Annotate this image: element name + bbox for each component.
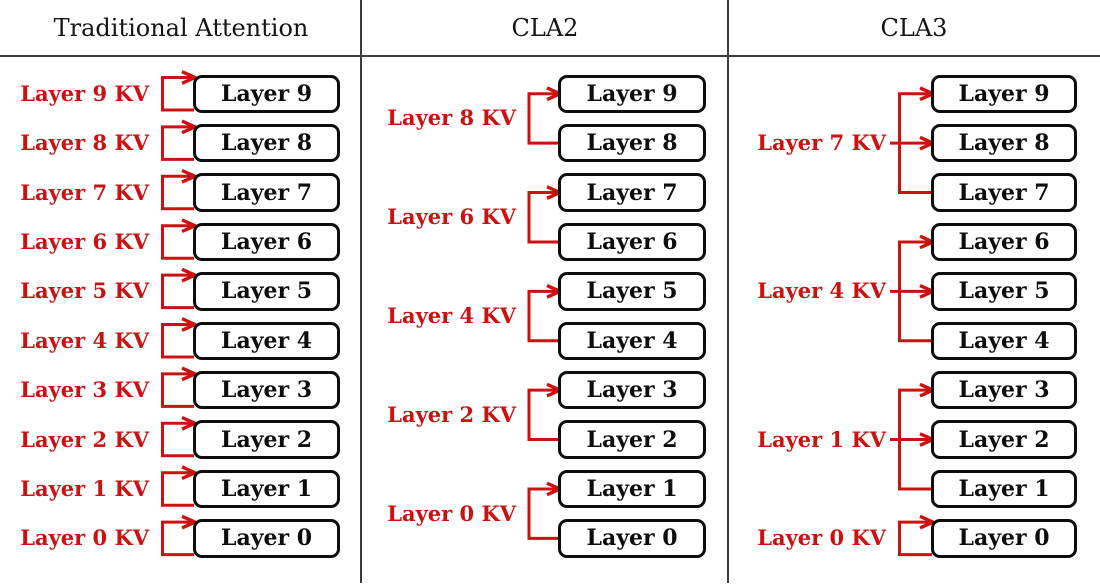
layer-box: Layer 6 xyxy=(193,222,340,262)
kv-label: Layer 0 KV xyxy=(757,525,886,551)
kv-connector xyxy=(527,92,559,145)
layer-box: Layer 8 xyxy=(558,123,706,163)
column-header-traditional: Traditional Attention xyxy=(53,14,309,42)
layer-box: Layer 5 xyxy=(558,272,706,311)
layer-box: Layer 8 xyxy=(931,123,1077,163)
kv-label: Layer 7 KV xyxy=(20,179,149,205)
kv-connector xyxy=(161,520,194,557)
kv-label: Layer 6 KV xyxy=(20,228,149,254)
kv-connector xyxy=(161,224,194,260)
kv-connector xyxy=(527,191,559,244)
kv-label: Layer 2 KV xyxy=(20,426,149,452)
kv-connector xyxy=(161,372,194,408)
layer-box: Layer 3 xyxy=(558,370,706,410)
kv-label: Layer 4 KV xyxy=(757,278,886,304)
kv-label: Layer 2 KV xyxy=(387,401,516,427)
layer-box: Layer 1 xyxy=(558,469,706,509)
layer-box: Layer 4 xyxy=(558,321,706,360)
kv-label: Layer 4 KV xyxy=(387,303,516,329)
kv-connector xyxy=(161,125,194,161)
layer-box: Layer 8 xyxy=(193,123,340,163)
kv-connector xyxy=(161,323,194,359)
layer-box: Layer 0 xyxy=(558,519,706,558)
kv-label: Layer 0 KV xyxy=(387,500,516,526)
layer-box: Layer 1 xyxy=(931,469,1077,509)
layer-box: Layer 0 xyxy=(193,519,340,558)
column-header-cla2: CLA2 xyxy=(511,14,579,42)
layer-box: Layer 2 xyxy=(193,420,340,459)
header-rule xyxy=(0,55,1100,57)
layer-box: Layer 9 xyxy=(558,74,706,113)
kv-connector xyxy=(527,487,559,540)
layer-box: Layer 7 xyxy=(193,173,340,212)
kv-label: Layer 5 KV xyxy=(20,278,149,304)
kv-label: Layer 6 KV xyxy=(387,204,516,230)
layer-box: Layer 6 xyxy=(931,222,1077,262)
layer-box: Layer 3 xyxy=(931,370,1077,410)
layer-box: Layer 3 xyxy=(193,370,340,410)
kv-connector xyxy=(161,421,194,458)
kv-label: Layer 1 KV xyxy=(20,475,149,501)
layer-box: Layer 9 xyxy=(931,74,1077,113)
layer-box: Layer 0 xyxy=(931,519,1077,558)
kv-connector xyxy=(161,471,194,507)
kv-label: Layer 1 KV xyxy=(757,426,886,452)
column-divider-2 xyxy=(727,0,729,583)
layer-box: Layer 5 xyxy=(931,272,1077,311)
kv-connector xyxy=(527,289,559,343)
layer-box: Layer 7 xyxy=(558,173,706,212)
layer-box: Layer 5 xyxy=(193,272,340,311)
kv-label: Layer 9 KV xyxy=(20,80,149,106)
kv-label: Layer 4 KV xyxy=(20,327,149,353)
layer-box: Layer 4 xyxy=(193,321,340,360)
kv-label: Layer 3 KV xyxy=(20,377,149,403)
kv-label: Layer 8 KV xyxy=(387,105,516,131)
layer-box: Layer 6 xyxy=(558,222,706,262)
layer-box: Layer 7 xyxy=(931,173,1077,212)
kv-connector xyxy=(527,388,559,442)
column-header-cla3: CLA3 xyxy=(880,14,948,42)
layer-box: Layer 2 xyxy=(558,420,706,459)
layer-box: Layer 9 xyxy=(193,74,340,113)
kv-connector xyxy=(161,76,194,112)
layer-box: Layer 2 xyxy=(931,420,1077,459)
layer-box: Layer 1 xyxy=(193,469,340,509)
kv-label: Layer 0 KV xyxy=(20,525,149,551)
layer-box: Layer 4 xyxy=(931,321,1077,360)
kv-connector xyxy=(161,174,194,211)
kv-connector xyxy=(898,520,932,557)
kv-label: Layer 7 KV xyxy=(757,130,886,156)
kv-label: Layer 8 KV xyxy=(20,130,149,156)
kv-connector xyxy=(161,273,194,310)
column-divider-1 xyxy=(360,0,362,583)
